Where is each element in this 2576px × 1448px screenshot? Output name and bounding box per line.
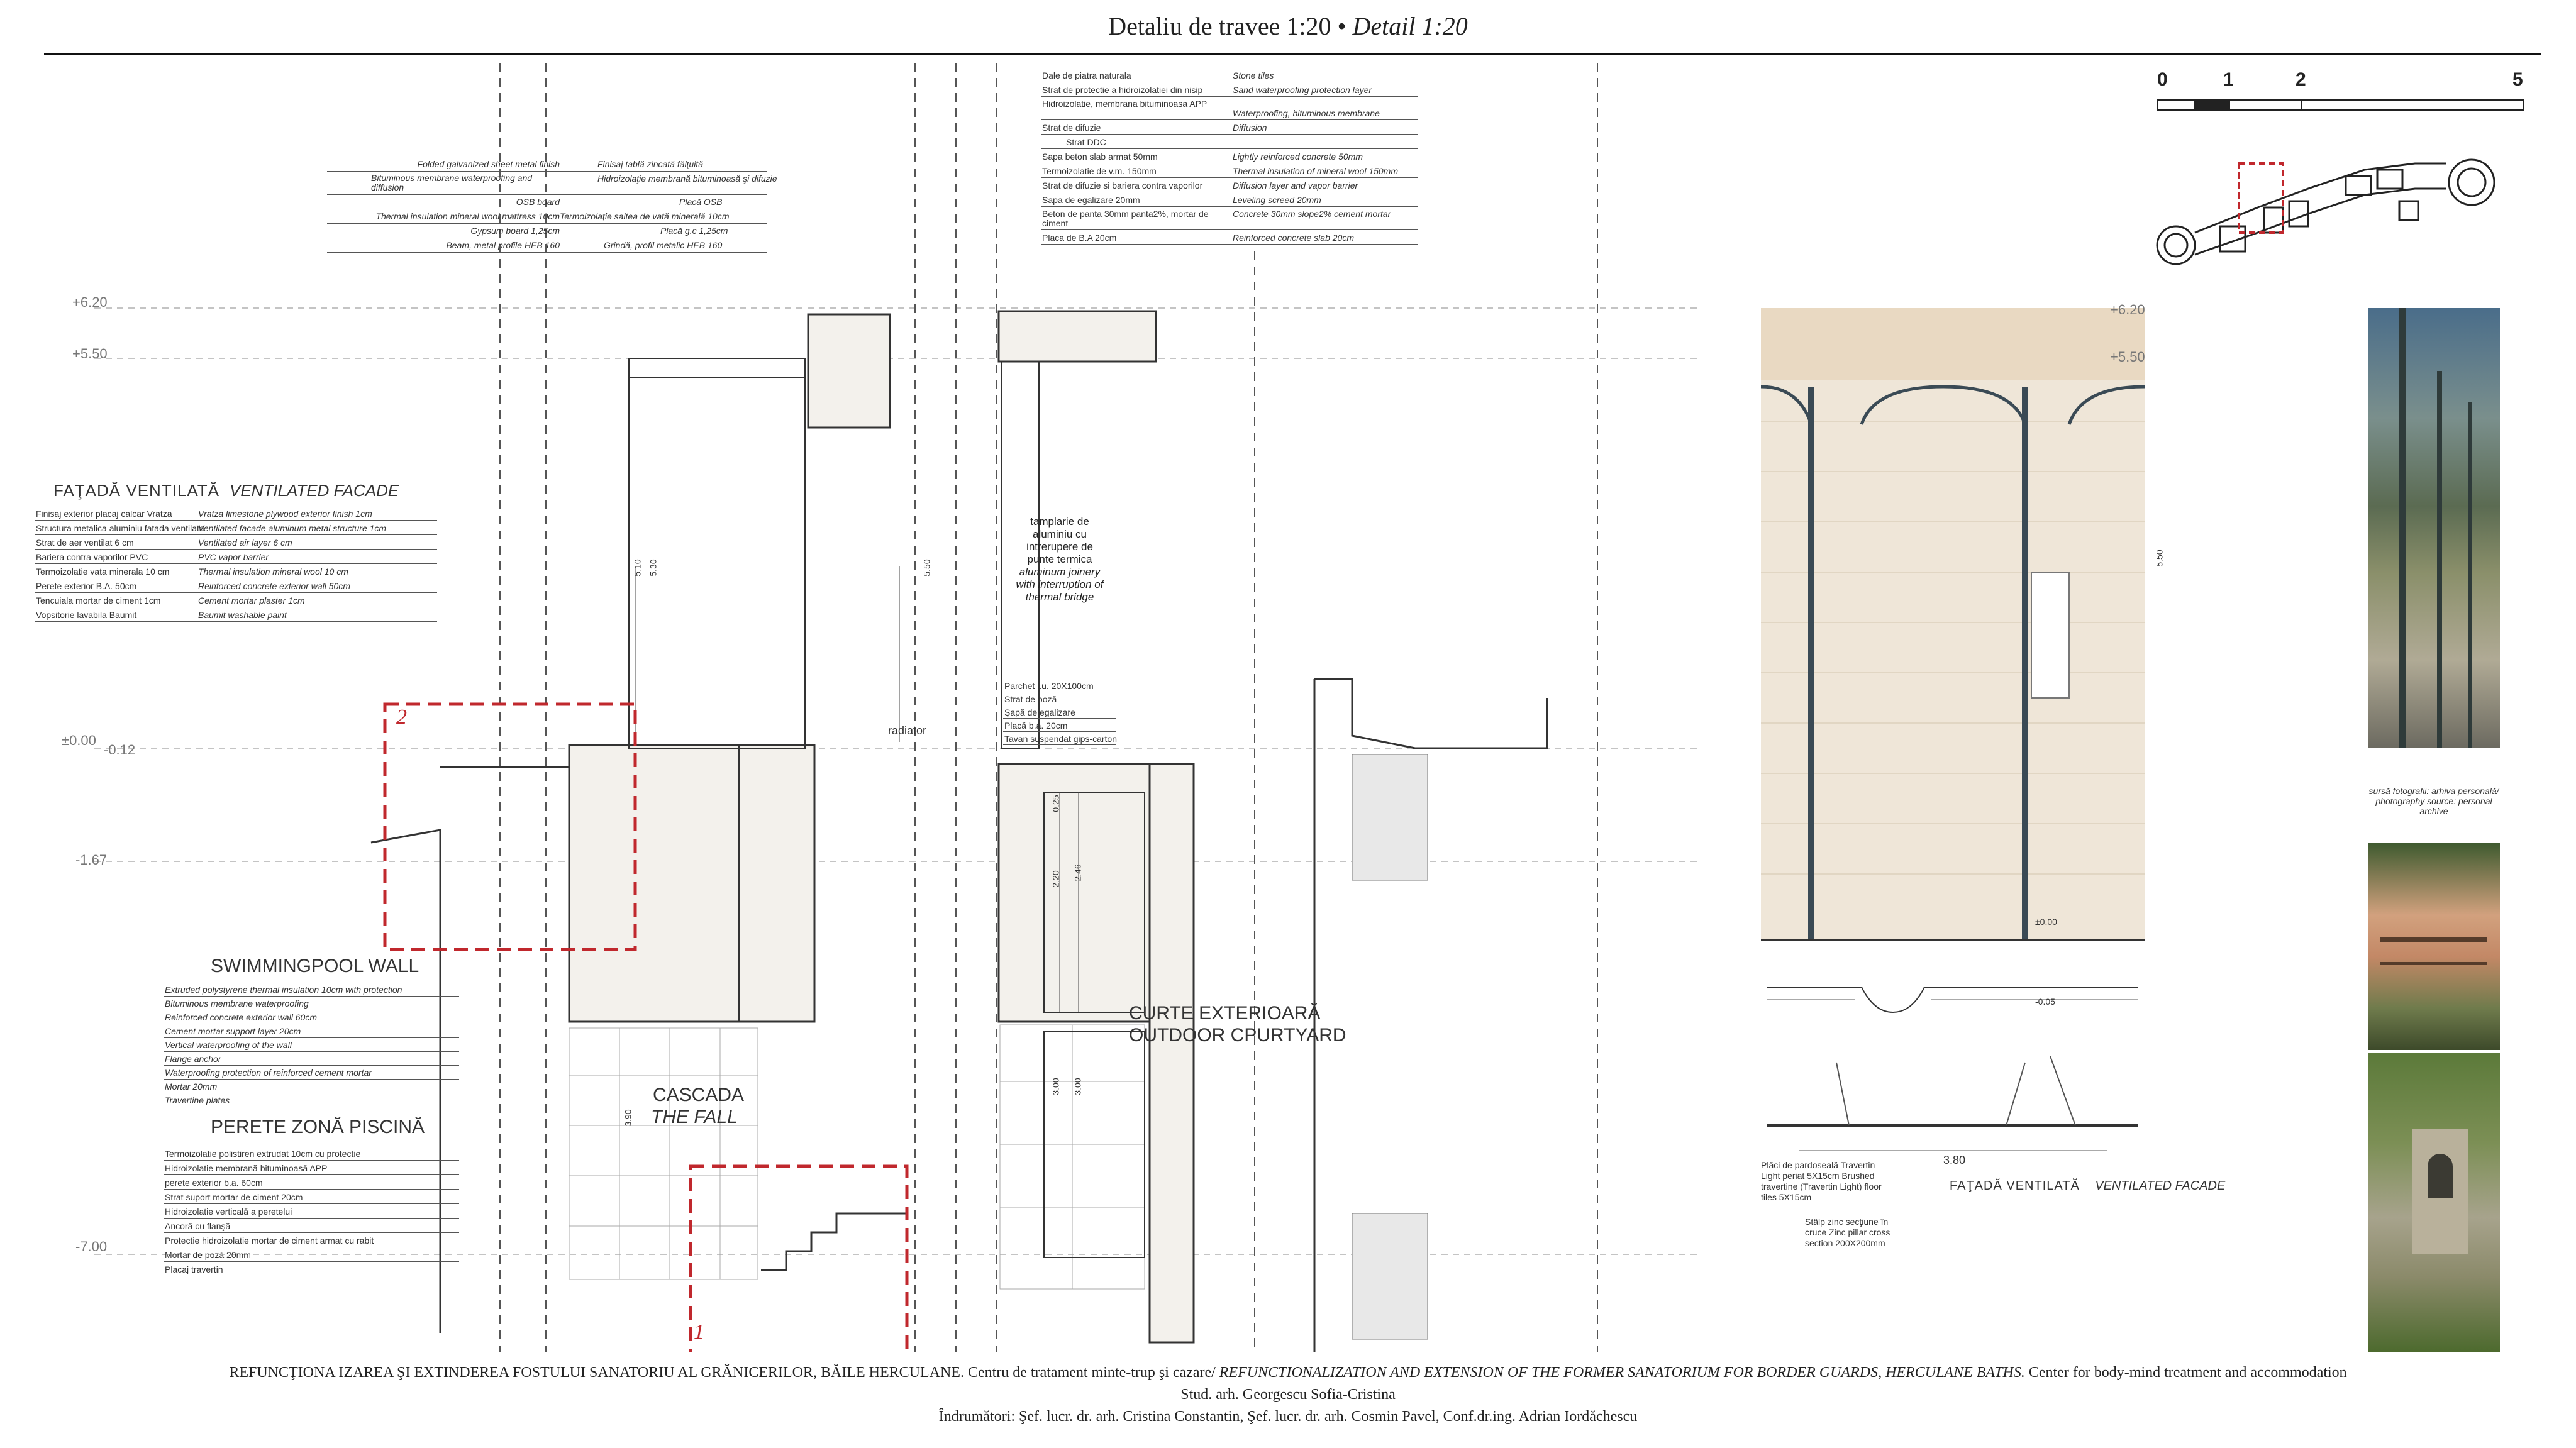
facade-right-title: FAŢADĂ VENTILATĂ VENTILATED FACADE xyxy=(1950,1179,2226,1193)
scale-bar: 0 1 2 5 xyxy=(2157,69,2528,119)
level-left-550: +5.50 xyxy=(72,346,108,362)
pool-wall-title-en: SWIMMINGPOOL WALL xyxy=(211,956,419,976)
scale-bar-frame xyxy=(2157,99,2524,111)
label-cascada: CASCADA xyxy=(653,1085,745,1105)
floor-layers-table: Parchet l.u. 20X100cm Strat de poză Şapă… xyxy=(1003,679,1117,745)
level-right-620: +6.20 xyxy=(2110,302,2145,318)
roof-layers-table: Folded galvanized sheet metal finish Fin… xyxy=(327,157,777,253)
footer-line-1: REFUNCŢIONA IZAREA ŞI EXTINDEREA FOSTULU… xyxy=(229,1364,2347,1381)
pillar-label: Stâlp zinc secţiune în cruce Zinc pillar… xyxy=(1805,1217,1890,1248)
level-left-700: -7.00 xyxy=(75,1239,108,1254)
roof-layer-row: Gypsum board 1,25cm Placă g.c 1,25cm xyxy=(327,224,767,238)
dim-025: 0.25 xyxy=(1050,795,1061,812)
label-curte: CURTE EXTERIOARĂ xyxy=(1129,1003,1321,1024)
dim-300b: 3.00 xyxy=(1072,1078,1083,1095)
facade-left-block: FAŢADĂ VENTILATĂ VENTILATED FACADE Finis… xyxy=(35,481,437,622)
dim-220: 2.20 xyxy=(1050,870,1061,888)
travertine-label: Plăci de pardoseală Travertin Light peri… xyxy=(1761,1160,1882,1202)
scale-label-2: 2 xyxy=(2296,69,2306,90)
roof-layer-row: Thermal insulation mineral wool mattress… xyxy=(327,209,767,224)
detail-box-1 xyxy=(689,1164,909,1352)
dim-530: 5.30 xyxy=(648,559,658,577)
footer-line-3: Îndrumători: Şef. lucr. dr. arh. Cristin… xyxy=(938,1408,1638,1425)
label-joinery: tamplarie de aluminiu cu intrerupere de … xyxy=(1016,516,1104,603)
dim-right-550: 5.50 xyxy=(2154,550,2165,567)
level-left-620: +6.20 xyxy=(72,294,108,310)
level-left-167: -1.67 xyxy=(75,852,108,868)
label-radiator: radiator xyxy=(888,724,927,737)
facade-left-title-ro: FAŢADĂ VENTILATĂ xyxy=(53,481,220,500)
roof-layer-row: Bituminous membrane waterproofing and di… xyxy=(327,172,777,195)
dim-right-380: 3.80 xyxy=(1943,1154,1966,1166)
pool-wall-block: SWIMMINGPOOL WALL Extruded polystyrene t… xyxy=(164,953,459,1276)
photo-building xyxy=(2368,843,2500,1050)
page-title: Detaliu de travee 1:20 • Detail 1:20 xyxy=(0,11,2576,41)
pool-wall-title-ro: PERETE ZONĂ PISCINĂ xyxy=(211,1117,425,1137)
roof-layer-row: OSB board Placă OSB xyxy=(327,195,767,209)
facade-left-title-en: VENTILATED FACADE xyxy=(230,481,399,500)
elevation-drawing xyxy=(1760,308,2145,1151)
label-courtyard: OUTDOOR CPURTYARD xyxy=(1129,1025,1346,1046)
dim-510: 5.10 xyxy=(632,559,643,577)
header-rule xyxy=(44,53,2541,55)
level-left-012: -0.12 xyxy=(104,742,136,758)
scale-label-1: 1 xyxy=(2223,69,2234,90)
detail-marker-2: 2 xyxy=(396,705,407,729)
level-right-000: ±0.00 xyxy=(2035,917,2057,927)
dim-246: 2.46 xyxy=(1072,864,1083,882)
dim-390: 3.90 xyxy=(623,1109,633,1127)
photo-colonnade xyxy=(2368,308,2500,748)
scale-label-5: 5 xyxy=(2512,69,2523,90)
level-right-005: -0.05 xyxy=(2035,997,2055,1007)
photo-caption: sursă fotografii: arhiva personală/ phot… xyxy=(2368,786,2499,816)
scale-label-0: 0 xyxy=(2157,69,2168,90)
dim-550: 5.50 xyxy=(921,559,932,577)
key-plan xyxy=(2156,158,2496,265)
title-en: Detail 1:20 xyxy=(1352,12,1468,40)
photo-ruin xyxy=(2368,1053,2500,1352)
label-the-fall: THE FALL xyxy=(651,1107,738,1127)
level-right-550: +5.50 xyxy=(2110,349,2145,365)
footer-line-2: Stud. arh. Georgescu Sofia-Cristina xyxy=(1180,1386,1396,1403)
dim-300a: 3.00 xyxy=(1050,1078,1061,1095)
section-drawing xyxy=(94,63,1698,1352)
detail-box-2 xyxy=(383,702,637,951)
title-ro: Detaliu de travee 1:20 • xyxy=(1108,12,1346,40)
detail-marker-1: 1 xyxy=(694,1320,704,1344)
level-left-000: ±0.00 xyxy=(62,732,96,748)
roof-layer-row: Folded galvanized sheet metal finish Fin… xyxy=(327,157,767,172)
roof-layer-row: Beam, metal profile HEB 160 Grindă, prof… xyxy=(327,238,767,253)
